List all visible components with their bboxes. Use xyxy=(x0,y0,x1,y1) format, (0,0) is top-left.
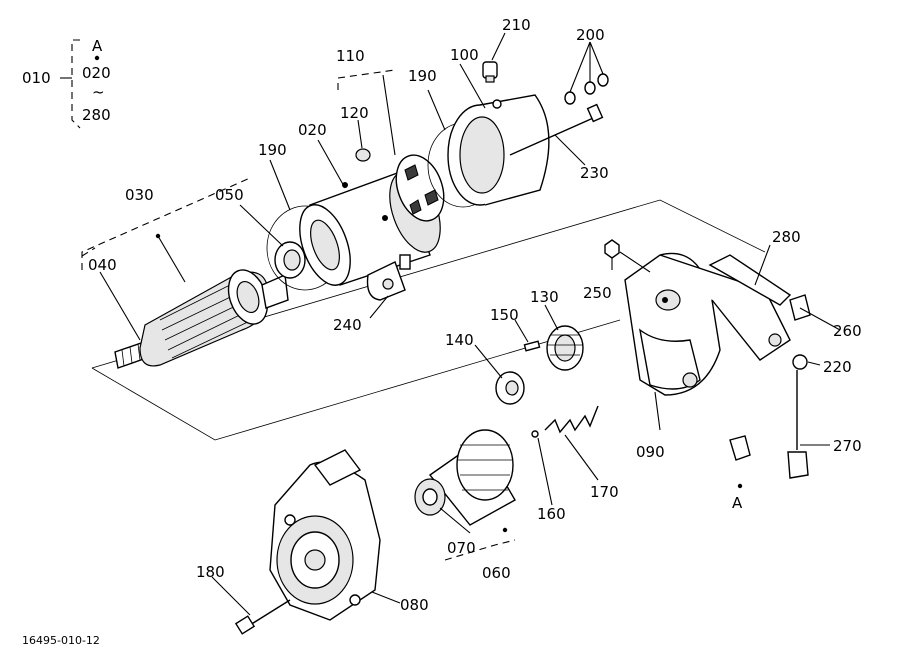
spring-170 xyxy=(544,405,599,434)
cap-marker-a xyxy=(729,435,751,489)
callout-090[interactable]: 090 xyxy=(636,443,665,461)
solenoid-090 xyxy=(624,252,791,396)
nut-250 xyxy=(604,239,620,259)
callout-170[interactable]: 170 xyxy=(590,483,619,501)
callout-140[interactable]: 140 xyxy=(445,331,474,349)
lead-260 xyxy=(768,294,811,347)
callout-160[interactable]: 160 xyxy=(537,505,566,523)
callout-210[interactable]: 210 xyxy=(502,16,531,34)
callout-250[interactable]: 250 xyxy=(583,284,612,302)
callout-240[interactable]: 240 xyxy=(333,316,362,334)
callout-040[interactable]: 040 xyxy=(88,256,117,274)
front-housing-080 xyxy=(269,449,381,621)
callout-190-left[interactable]: 190 xyxy=(258,141,287,159)
nut-220 xyxy=(792,354,808,370)
callout-180[interactable]: 180 xyxy=(196,563,225,581)
bracket-240 xyxy=(366,254,411,301)
callout-280[interactable]: 280 xyxy=(772,228,801,246)
bearing-050 xyxy=(274,241,306,279)
dash-group-060 xyxy=(444,539,516,561)
callout-130[interactable]: 130 xyxy=(530,288,559,306)
callout-270[interactable]: 270 xyxy=(833,437,862,455)
callout-020[interactable]: 020 xyxy=(298,121,327,139)
rear-cover-100 xyxy=(447,94,550,206)
screw-210 xyxy=(482,61,498,83)
callout-260[interactable]: 260 xyxy=(833,322,862,340)
callout-010[interactable]: 010 xyxy=(22,69,51,87)
dash-group-110 xyxy=(337,69,396,90)
callout-070[interactable]: 070 xyxy=(447,539,476,557)
pin-150 xyxy=(523,340,541,352)
callout-230[interactable]: 230 xyxy=(580,164,609,182)
brush-holder-110 xyxy=(395,154,445,222)
group-marker-a: A xyxy=(92,37,103,55)
callout-200[interactable]: 200 xyxy=(576,26,605,44)
dash-group-030 xyxy=(81,177,251,270)
callout-080[interactable]: 080 xyxy=(400,596,429,614)
retainer-140 xyxy=(495,371,525,405)
ball-160 xyxy=(531,430,539,438)
group-bracket-010 xyxy=(60,39,100,129)
group-range-tilde: ~ xyxy=(92,83,105,101)
callout-110[interactable]: 110 xyxy=(336,47,365,65)
overrunning-clutch-070 xyxy=(414,429,516,526)
callout-220[interactable]: 220 xyxy=(823,358,852,376)
callout-120[interactable]: 120 xyxy=(340,104,369,122)
brush-spring-120 xyxy=(355,148,371,162)
callout-060[interactable]: 060 xyxy=(482,564,511,582)
callout-050[interactable]: 050 xyxy=(215,186,244,204)
callout-190-right[interactable]: 190 xyxy=(408,67,437,85)
bolt-180 xyxy=(234,599,291,635)
drawing-code: 16495-010-12 xyxy=(22,634,100,647)
wire-270 xyxy=(787,370,809,479)
callout-100[interactable]: 100 xyxy=(450,46,479,64)
callout-150[interactable]: 150 xyxy=(490,306,519,324)
terminal-plate-280 xyxy=(708,254,792,306)
group-range-start: 020 xyxy=(82,64,111,82)
callout-marker-a: A xyxy=(732,494,743,512)
gear-130 xyxy=(546,325,584,371)
callout-030[interactable]: 030 xyxy=(125,186,154,204)
armature-040 xyxy=(114,269,289,369)
assembly-plane-outline xyxy=(91,199,766,441)
group-range-end: 280 xyxy=(82,106,111,124)
